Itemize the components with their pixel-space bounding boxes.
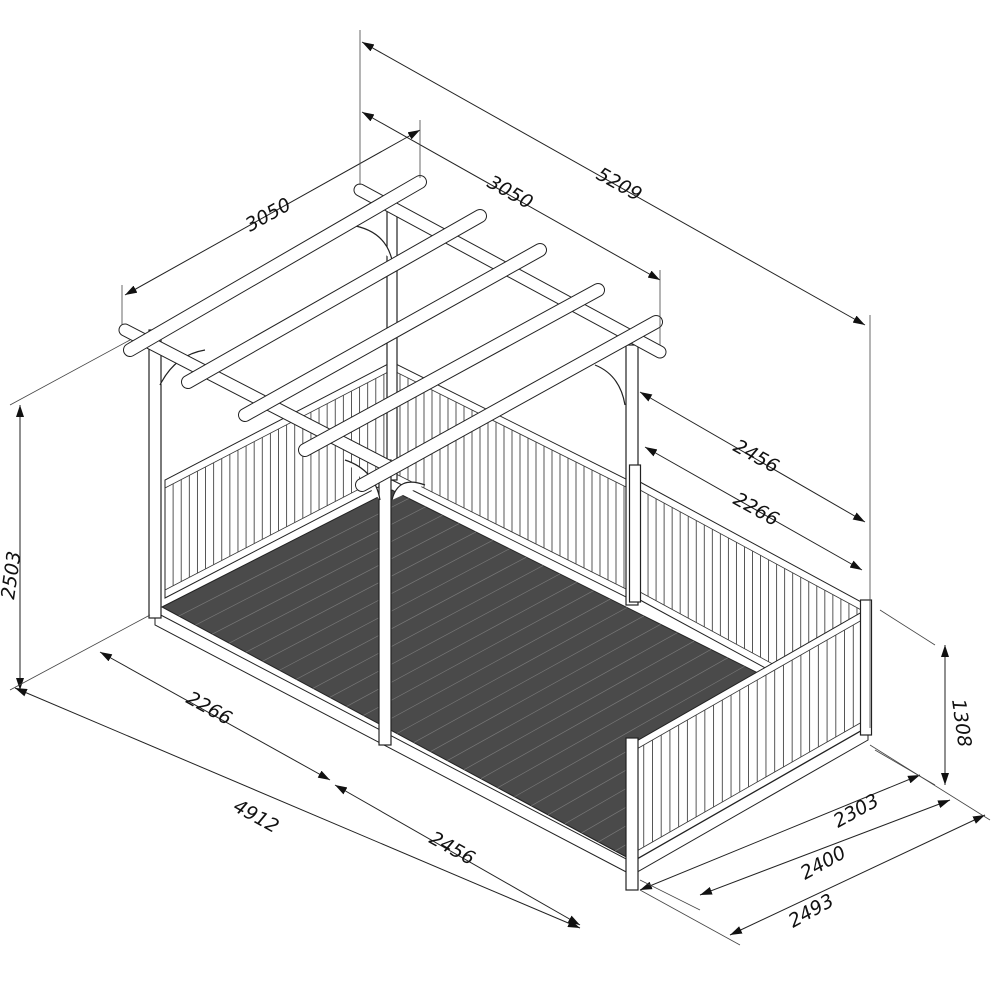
dim-bottom-overall-label: 4912 [230,795,283,838]
dim-right-lower-label: 2266 [730,488,783,531]
dim-bottom-left-inner-label: 2266 [183,687,236,730]
dim-width-inner-label: 2303 [830,790,883,833]
dim-height-total-label: 2503 [0,550,26,601]
dim-bottom-right-inner-label: 2456 [426,827,479,870]
deck-board [178,498,409,617]
rail-post-front [625,737,639,891]
deck-board [262,540,493,662]
dim-rail-height-label: 1308 [947,698,976,749]
railing-back [391,361,633,601]
deck-board [296,556,527,680]
deck-board [279,548,510,671]
deck-board [228,523,460,644]
dim-pergola-width-label: 3050 [484,171,537,214]
deck-board [329,573,561,698]
deck-board [312,565,544,689]
dim-overall-length-label: 5209 [593,163,646,206]
dim-right-upper-label: 2456 [730,435,783,478]
post-front-left [148,329,162,619]
deck-board [212,514,443,635]
rail-post-right-corner [859,599,873,736]
deck-board [245,531,477,653]
dim-pergola-depth-label: 3050 [242,194,295,237]
rail-post-back-right [628,464,642,603]
dim-width-outer-label: 2493 [785,890,838,933]
post-front-middle [378,459,392,746]
dimension-lines [9,30,991,946]
